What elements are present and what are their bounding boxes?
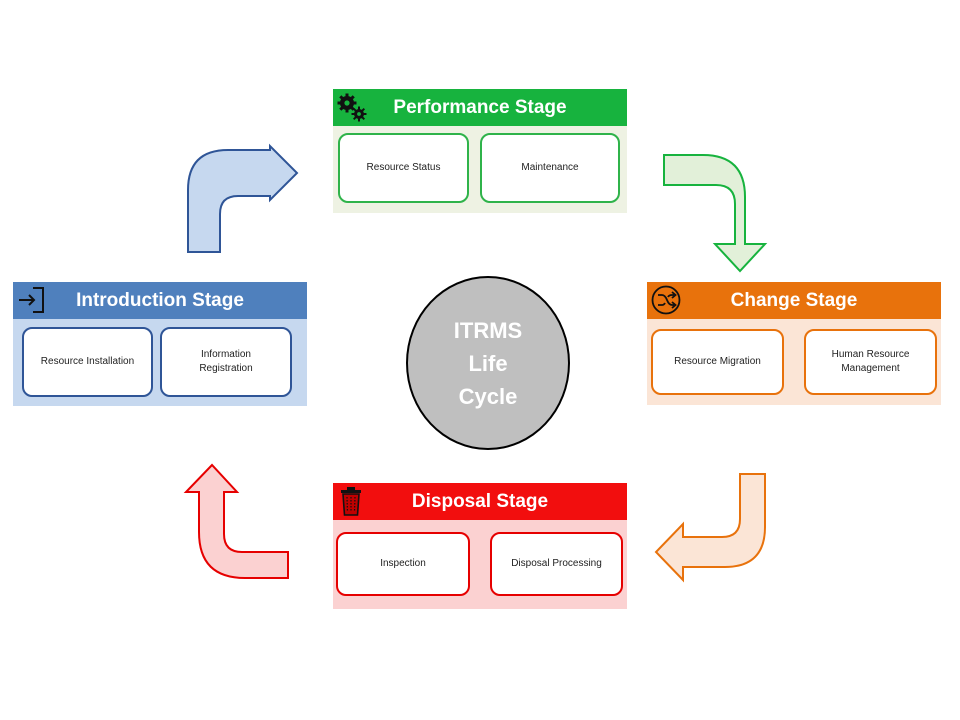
resource-installation-label: Resource Installation [40, 355, 135, 367]
resource-status-label: Resource Status [366, 161, 441, 173]
human-resource-management-line-2: Management [841, 363, 900, 374]
resource-installation-box: Resource Installation [22, 327, 153, 397]
performance-stage-title: Performance Stage [393, 96, 567, 118]
performance-stage-body: Resource Status Maintenance [333, 126, 627, 213]
center-line-3: Cycle [458, 383, 518, 409]
inspection-label: Inspection [380, 557, 426, 569]
introduction-stage-body: Resource Installation Information Regist… [13, 319, 307, 406]
disposal-stage: Disposal Stage Inspection Disposal Proce… [333, 483, 627, 609]
human-resource-management-box: Human Resource Management [804, 329, 937, 395]
gears-icon [337, 93, 367, 122]
change-stage-body: Resource Migration Human Resource Manage… [647, 319, 941, 405]
shuffle-icon [651, 285, 681, 315]
disposal-processing-label: Disposal Processing [511, 557, 602, 569]
change-stage: Change Stage Resource Migration Human Re… [647, 282, 941, 405]
disposal-stage-title: Disposal Stage [411, 490, 549, 512]
information-registration-label: Information Registration [199, 348, 252, 377]
arrow-change-to-disposal [654, 473, 766, 583]
performance-stage: Performance Stage Resource Status Mainte… [333, 89, 627, 213]
arrow-disposal-to-introduction [183, 463, 289, 579]
center-circle: ITRMS Life Cycle [406, 276, 570, 450]
human-resource-management-label: Human Resource Management [832, 348, 910, 377]
information-registration-line-1: Information [200, 348, 251, 360]
introduction-stage: Introduction Stage Resource Installation… [13, 282, 307, 406]
disposal-stage-header: Disposal Stage [333, 483, 627, 520]
resource-migration-label: Resource Migration [674, 355, 761, 367]
information-registration-line-2: Registration [199, 363, 253, 374]
resource-migration-box: Resource Migration [651, 329, 784, 395]
introduction-stage-header: Introduction Stage [13, 282, 307, 319]
information-registration-box: Information Registration [160, 327, 292, 397]
maintenance-label: Maintenance [521, 161, 579, 173]
arrow-performance-to-change [663, 154, 768, 273]
change-stage-title: Change Stage [730, 289, 858, 311]
disposal-processing-box: Disposal Processing [490, 532, 623, 596]
center-line-2: Life [468, 350, 508, 376]
change-stage-header: Change Stage [647, 282, 941, 319]
sign-in-icon [19, 287, 44, 313]
disposal-stage-body: Inspection Disposal Processing [333, 520, 627, 609]
performance-stage-header: Performance Stage [333, 89, 627, 126]
trash-icon [341, 487, 361, 516]
inspection-box: Inspection [336, 532, 470, 596]
introduction-stage-title: Introduction Stage [76, 289, 244, 311]
arrow-introduction-to-performance [187, 143, 299, 253]
human-resource-management-line-1: Human Resource [831, 348, 910, 360]
center-line-1: ITRMS [453, 317, 523, 343]
resource-status-box: Resource Status [338, 133, 469, 203]
maintenance-box: Maintenance [480, 133, 620, 203]
